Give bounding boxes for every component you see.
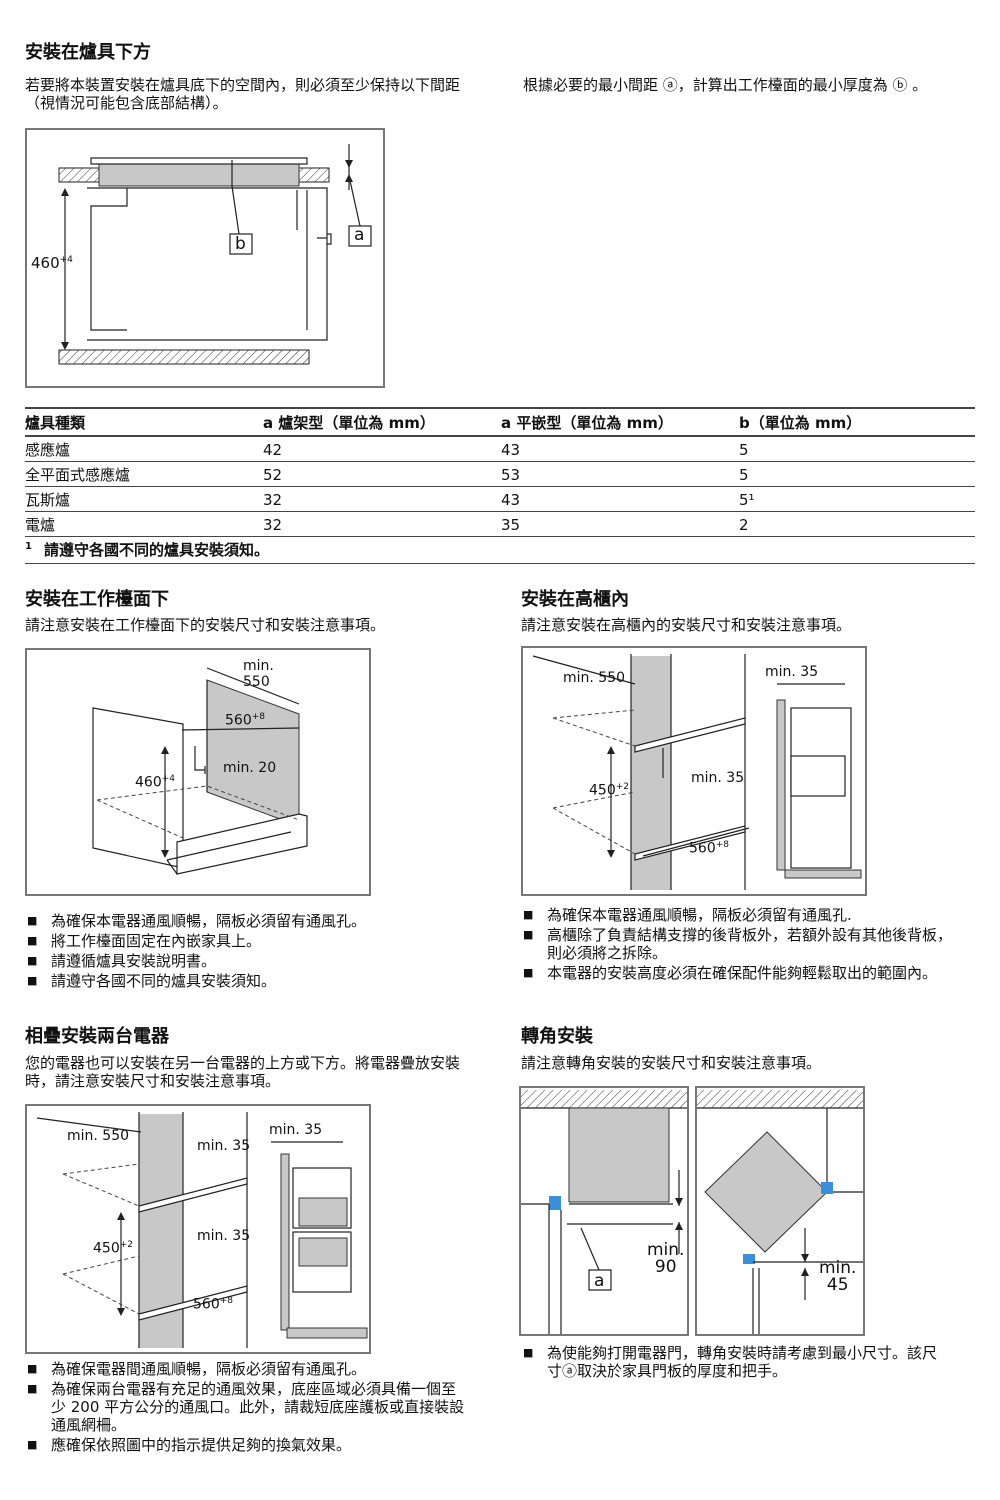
thickness-text: 根據必要的最小間距 ⓐ，計算出工作檯面的最小厚度為 ⓑ 。 [523, 76, 928, 94]
stacked-notes: 為確保電器間通風順暢，隔板必須留有通風孔。 為確保兩台電器有充足的通風效果，底座… [25, 1360, 465, 1456]
list-item: 請遵循爐具安裝說明書。 [25, 952, 495, 970]
list-item: 請遵守各國不同的爐具安裝須知。 [25, 972, 495, 990]
list-item: 本電器的安裝高度必須在確保配件能夠輕鬆取出的範圍內。 [521, 964, 961, 982]
figure-corner-left: min.90 a [519, 1086, 689, 1336]
table-header-row: 爐具種類 a 爐架型（單位為 mm） a 平嵌型（單位為 mm） b（單位為 m… [25, 407, 975, 437]
label-a: a [594, 1271, 605, 1291]
section-title-under-worktop: 安裝在工作檯面下 [25, 589, 169, 610]
section-title-stacked: 相疊安裝兩台電器 [25, 1026, 169, 1047]
dim-width: 560+8 [225, 712, 266, 729]
dim-corner-left: min.90 [647, 1240, 685, 1277]
list-item: 高櫃除了負責結構支撐的後背板外，若額外設有其他後背板，則必須將之拆除。 [521, 926, 961, 962]
dim-side: min. 35 [765, 664, 819, 680]
figure-stacked: min. 550 min. 35 min. 35 min. 35 450+2 5… [25, 1104, 371, 1354]
list-item: 為確保兩台電器有充足的通風效果，底座區域必須具備一個至少 200 平方公分的通風… [25, 1380, 465, 1434]
cell: 5¹ [739, 486, 975, 512]
cell: 5 [739, 461, 975, 487]
cell: 35 [501, 511, 739, 537]
col-a-flush: a 平嵌型（單位為 mm） [501, 407, 739, 437]
under-worktop-notes: 為確保本電器通風順暢，隔板必須留有通風孔。 將工作檯面固定在內嵌家具上。 請遵循… [25, 912, 495, 992]
spec-table: 爐具種類 a 爐架型（單位為 mm） a 平嵌型（單位為 mm） b（單位為 m… [25, 407, 975, 537]
list-item: 應確保依照圖中的指示提供足夠的換氣效果。 [25, 1436, 465, 1454]
list-item: 將工作檯面固定在內嵌家具上。 [25, 932, 495, 950]
dim-corner-right: min.45 [819, 1258, 857, 1295]
dim-gap: min. 20 [223, 760, 277, 776]
section-title-corner: 轉角安裝 [521, 1026, 593, 1047]
dim-depth-min: min. [243, 658, 274, 674]
cell: 2 [739, 511, 975, 537]
dim-height-label: 460+4 [31, 254, 73, 272]
dim-height: 460+4 [135, 774, 176, 791]
label-a: a [354, 225, 365, 245]
section-title-tall-unit: 安裝在高櫃內 [521, 589, 629, 610]
cell: 52 [263, 461, 501, 487]
cell: 5 [739, 436, 975, 462]
dim-gap: min. 35 [691, 770, 745, 786]
label-b: b [235, 234, 246, 254]
col-hob-type: 爐具種類 [25, 407, 263, 437]
cell: 43 [501, 486, 739, 512]
figure-under-worktop: min. 550 560+8 min. 20 460+4 [25, 648, 371, 896]
dim-gap-top: min. 35 [197, 1138, 251, 1154]
list-item: 為確保本電器通風順暢，隔板必須留有通風孔. [521, 906, 961, 924]
col-a-rack: a 爐架型（單位為 mm） [263, 407, 501, 437]
corner-text: 請注意轉角安裝的安裝尺寸和安裝注意事項。 [521, 1054, 822, 1072]
cell: 32 [263, 486, 501, 512]
dim-width: 560+8 [193, 1296, 234, 1313]
cell: 瓦斯爐 [25, 486, 263, 512]
cell: 全平面式感應爐 [25, 461, 263, 487]
figure-tall-unit: min. 550 min. 35 min. 35 450+2 560+8 [521, 646, 867, 896]
cell: 43 [501, 436, 739, 462]
tall-unit-text: 請注意安裝在高櫃內的安裝尺寸和安裝注意事項。 [521, 616, 852, 634]
stacked-text: 您的電器也可以安裝在另一台電器的上方或下方。將電器疊放安裝時，請注意安裝尺寸和安… [25, 1054, 461, 1090]
dim-gap-mid: min. 35 [197, 1228, 251, 1244]
dim-height: 450+2 [93, 1240, 134, 1257]
list-item: 為確保本電器通風順暢，隔板必須留有通風孔。 [25, 912, 495, 930]
list-item: 為確保電器間通風順暢，隔板必須留有通風孔。 [25, 1360, 465, 1378]
figure-corner-right: min.45 [695, 1086, 865, 1336]
col-b: b（單位為 mm） [739, 407, 975, 437]
cell: 42 [263, 436, 501, 462]
dim-width: 560+8 [689, 840, 730, 857]
dim-side: min. 35 [269, 1122, 323, 1138]
cell: 53 [501, 461, 739, 487]
dim-depth: 550 [243, 674, 270, 690]
dim-depth: min. 550 [563, 670, 626, 686]
dim-depth: min. 550 [67, 1128, 130, 1144]
section-title-under-hob: 安裝在爐具下方 [25, 42, 151, 63]
cell: 電爐 [25, 511, 263, 537]
under-worktop-text: 請注意安裝在工作檯面下的安裝尺寸和安裝注意事項。 [25, 616, 386, 634]
cell: 32 [263, 511, 501, 537]
list-item: 為使能夠打開電器門，轉角安裝時請考慮到最小尺寸。該尺寸ⓐ取決於家具門板的厚度和把… [521, 1344, 951, 1380]
tall-unit-notes: 為確保本電器通風順暢，隔板必須留有通風孔. 高櫃除了負責結構支撐的後背板外，若額… [521, 906, 961, 984]
dim-height: 450+2 [589, 782, 630, 799]
cell: 感應爐 [25, 436, 263, 462]
corner-notes: 為使能夠打開電器門，轉角安裝時請考慮到最小尺寸。該尺寸ⓐ取決於家具門板的厚度和把… [521, 1344, 951, 1382]
figure-under-hob: 460+4 b a [25, 128, 385, 388]
under-hob-text: 若要將本裝置安裝在爐具底下的空間內，則必須至少保持以下間距（視情況可能包含底部結… [25, 76, 461, 112]
